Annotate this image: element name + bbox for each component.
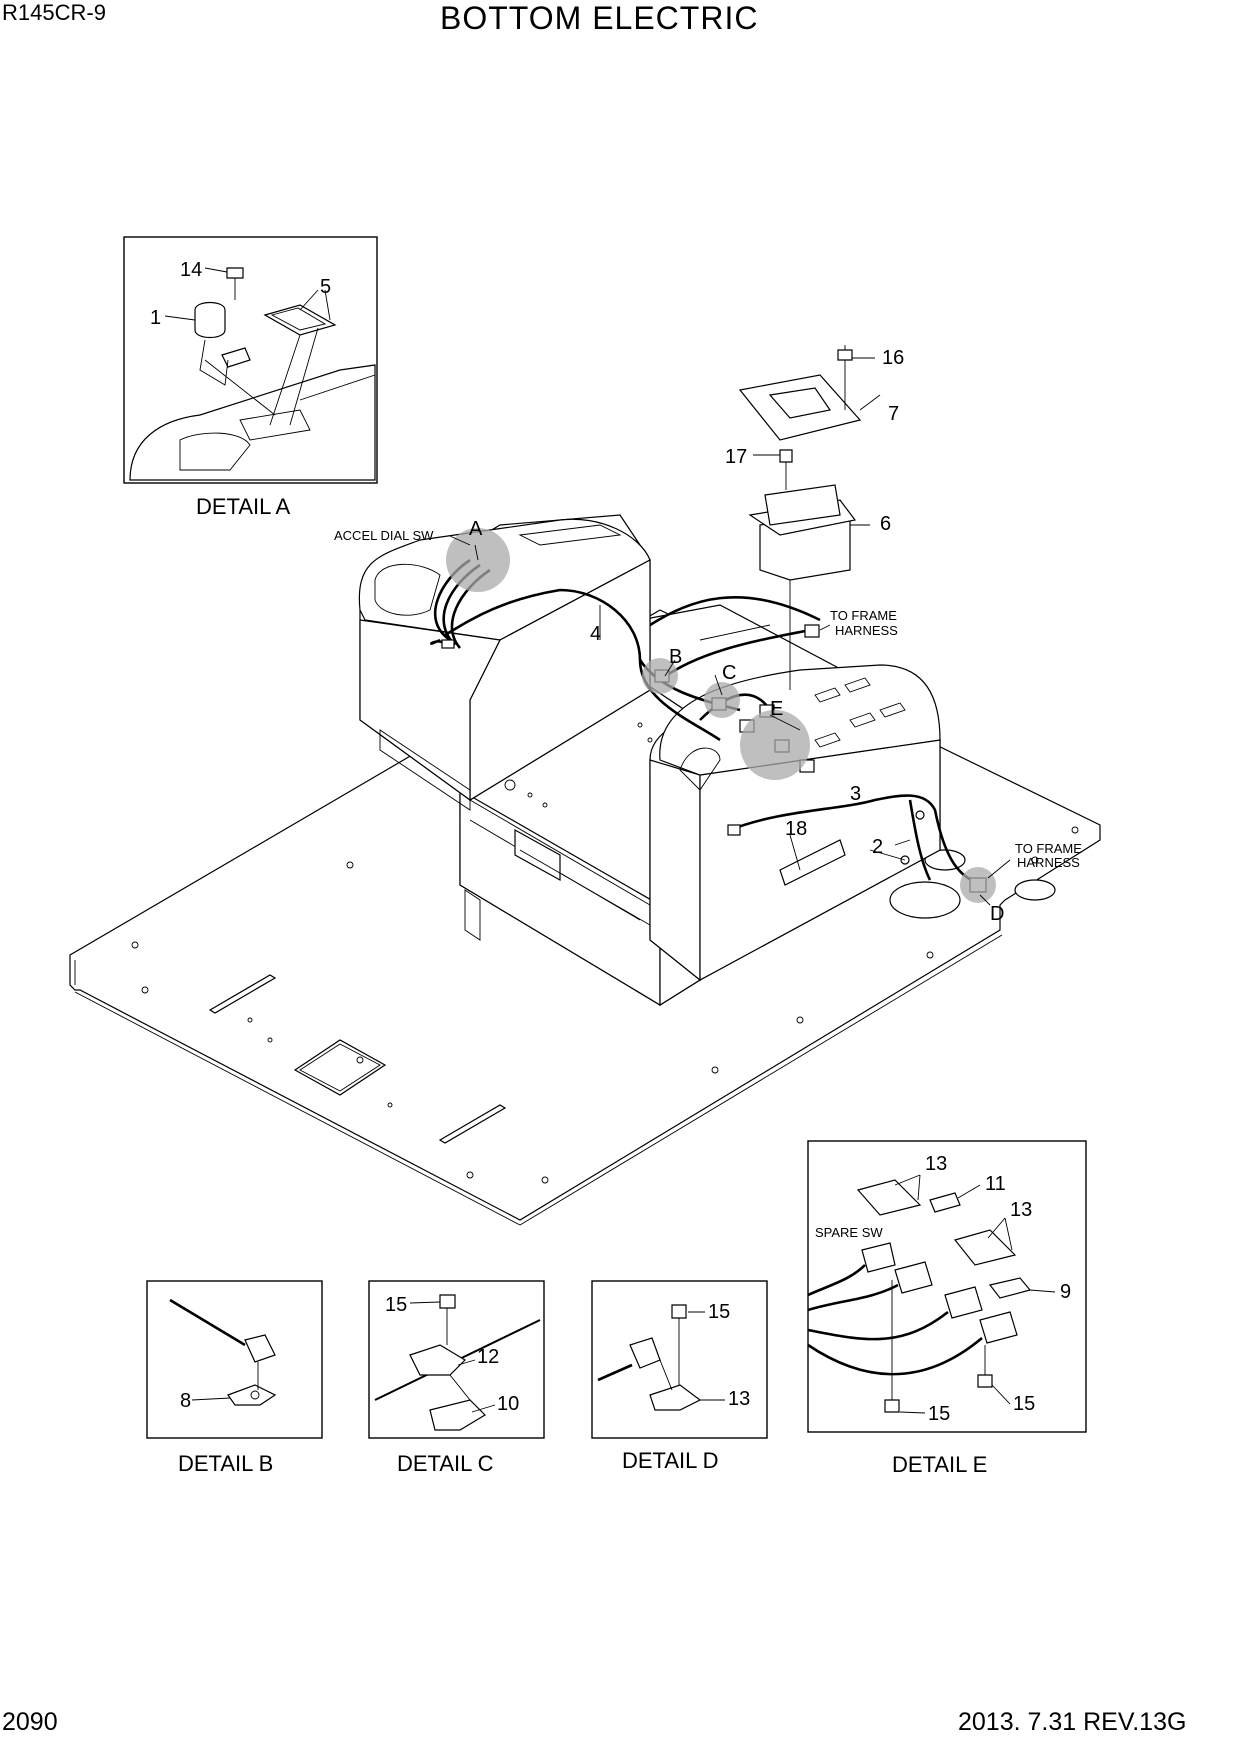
detail-e-callout-9: 9 [1060,1281,1071,1303]
detail-d-box: 15 13 DETAIL D [591,1280,768,1473]
detail-d-caption: DETAIL D [622,1448,719,1473]
model-number: R145CR-9 [2,0,106,25]
callout-6: 6 [880,513,891,535]
main-annotations: ACCEL DIAL SW TO FRAME HARNESS TO FRAME … [334,528,1082,870]
callout-16: 16 [882,347,904,369]
callout-7: 7 [888,403,899,425]
detail-a-caption: DETAIL A [196,494,290,519]
to-frame-harness-lower-line2: HARNESS [1017,855,1080,870]
main-callout-labels: A B C D E 2 3 4 6 7 16 17 18 [469,347,1004,925]
revision-date: 2013. 7.31 REV.13G [958,1708,1187,1736]
detail-a-callout-1: 1 [150,307,161,329]
page-number: 2090 [2,1708,58,1736]
detail-e-callout-15a: 15 [928,1403,950,1425]
callout-c: C [722,662,736,684]
left-console [358,514,651,811]
detail-b-box: 8 DETAIL B [146,1280,323,1476]
detail-c-callout-12: 12 [477,1346,499,1368]
detail-a-callout-14: 14 [180,259,202,281]
callout-18: 18 [785,818,807,840]
detail-d-callout-13: 13 [728,1388,750,1410]
detail-b-caption: DETAIL B [178,1451,273,1476]
callout-e: E [770,698,783,720]
callout-d: D [990,903,1004,925]
detail-a-callout-5: 5 [320,276,331,298]
callout-3: 3 [850,783,861,805]
callout-4: 4 [590,623,601,645]
callout-17: 17 [725,446,747,468]
spare-sw-label: SPARE SW [815,1225,883,1240]
callout-b: B [669,646,682,668]
callout-2: 2 [872,836,883,858]
detail-e-callout-11: 11 [985,1173,1006,1195]
detail-e-callout-15b: 15 [1013,1393,1035,1415]
detail-c-callout-10: 10 [497,1393,519,1415]
to-frame-harness-lower-line1: TO FRAME [1015,841,1082,856]
detail-e-callout-13b: 13 [1010,1199,1032,1221]
detail-d-callout-15: 15 [708,1301,730,1323]
detail-e-box: 13 11 13 9 15 15 SPARE SW DETAIL E [807,1140,1087,1477]
detail-e-callout-13a: 13 [925,1153,947,1175]
detail-c-box: 15 12 10 DETAIL C [368,1280,545,1476]
page-title: BOTTOM ELECTRIC [440,0,759,36]
accel-dial-sw-label: ACCEL DIAL SW [334,528,434,543]
detail-a-box: 14 1 5 DETAIL A [123,236,378,519]
to-frame-harness-upper-line1: TO FRAME [830,608,897,623]
detail-e-caption: DETAIL E [892,1452,987,1477]
to-frame-harness-upper-line2: HARNESS [835,623,898,638]
callout-a: A [469,518,483,540]
detail-b-callout-8: 8 [180,1390,191,1412]
detail-c-caption: DETAIL C [397,1451,494,1476]
leader-lines-main [449,357,1011,906]
detail-c-callout-15: 15 [385,1294,407,1316]
bracket-assembly [738,345,862,690]
